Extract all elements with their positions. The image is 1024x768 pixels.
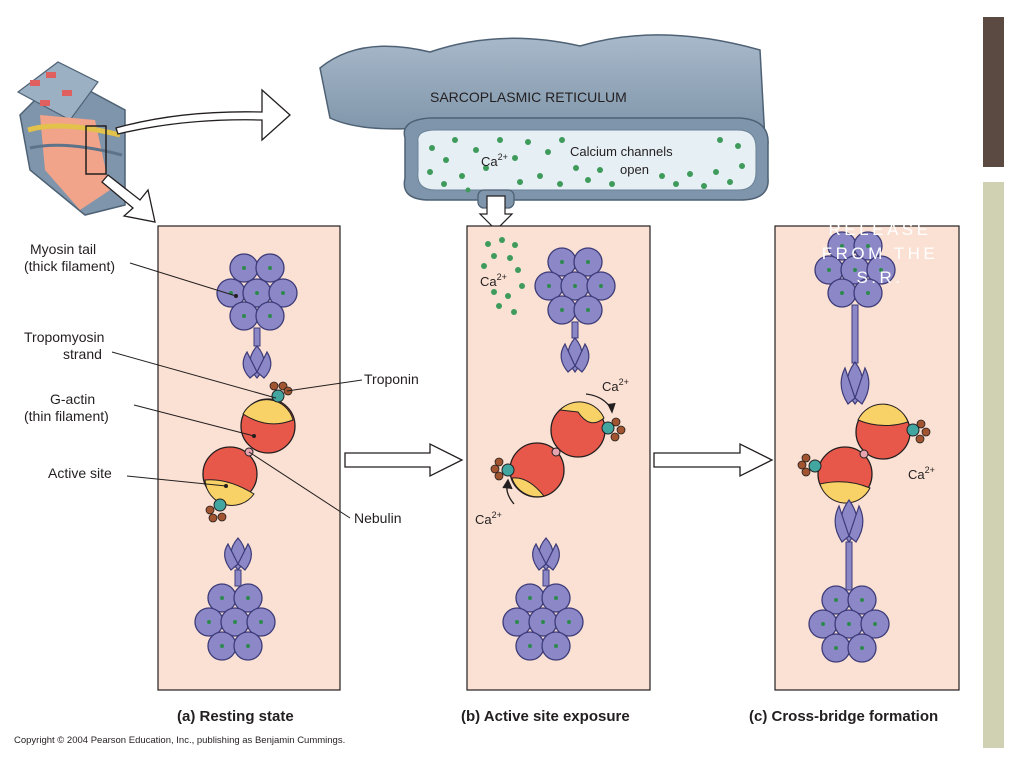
arrow-a-to-b xyxy=(344,442,464,478)
ca-label-c: Ca2+ xyxy=(908,465,935,482)
caption-active-site-exposure: (b) Active site exposure xyxy=(461,708,630,725)
slide-title: RELEASE FROM THE S.R. xyxy=(821,220,939,287)
ca-label-b-top: Ca2+ xyxy=(602,377,629,394)
thin-filament-label: (thin filament) xyxy=(24,408,109,424)
arrow-to-sr xyxy=(115,88,291,142)
sr-ca-ion-label: Ca2+ xyxy=(481,152,508,169)
sarcoplasmic-reticulum xyxy=(319,34,769,201)
muscle-fiber-icon xyxy=(16,61,126,216)
tropomyosin-label: Tropomyosin xyxy=(24,329,104,345)
caption-resting-state: (a) Resting state xyxy=(177,708,294,725)
thick-filament-top-b xyxy=(534,247,616,373)
troponin-label: Troponin xyxy=(364,371,419,387)
leader-dots-a xyxy=(224,294,256,488)
thin-filament-a xyxy=(202,381,296,523)
thick-filament-top-a xyxy=(216,253,298,379)
released-calcium-dots xyxy=(481,237,525,315)
sr-calcium-dots xyxy=(427,137,745,193)
caption-cross-bridge-formation: (c) Cross-bridge formation xyxy=(749,708,938,725)
calcium-channel xyxy=(477,189,515,231)
thick-filament-bottom-c xyxy=(808,498,890,663)
thick-filament-label: (thick filament) xyxy=(24,258,115,274)
thin-filament-b xyxy=(490,401,626,498)
strand-label: strand xyxy=(63,346,102,362)
accent-bar-light xyxy=(983,182,1004,748)
myosin-tail-label: Myosin tail xyxy=(30,241,96,257)
accent-bar-dark xyxy=(983,17,1004,167)
arrow-to-panel-a xyxy=(101,174,156,223)
thick-filament-bottom-b xyxy=(502,537,584,661)
released-ca-label: Ca2+ xyxy=(480,272,507,289)
thin-filament-c xyxy=(797,403,931,504)
rotation-arrows-b xyxy=(502,393,616,505)
g-actin-label: G-actin xyxy=(50,391,95,407)
active-site-label: Active site xyxy=(48,465,112,481)
leader-lines-a xyxy=(111,262,363,519)
calcium-channels-open-label: open xyxy=(620,162,649,177)
sr-label: SARCOPLASMIC RETICULUM xyxy=(430,89,627,105)
ca-label-b-bottom: Ca2+ xyxy=(475,510,502,527)
calcium-channels-label: Calcium channels xyxy=(570,144,673,159)
arrow-b-to-c xyxy=(653,442,774,478)
nebulin-label: Nebulin xyxy=(354,510,401,526)
thick-filament-top-c xyxy=(814,231,896,405)
copyright-notice: Copyright © 2004 Pearson Education, Inc.… xyxy=(14,735,346,746)
thick-filament-bottom-a xyxy=(194,537,276,661)
